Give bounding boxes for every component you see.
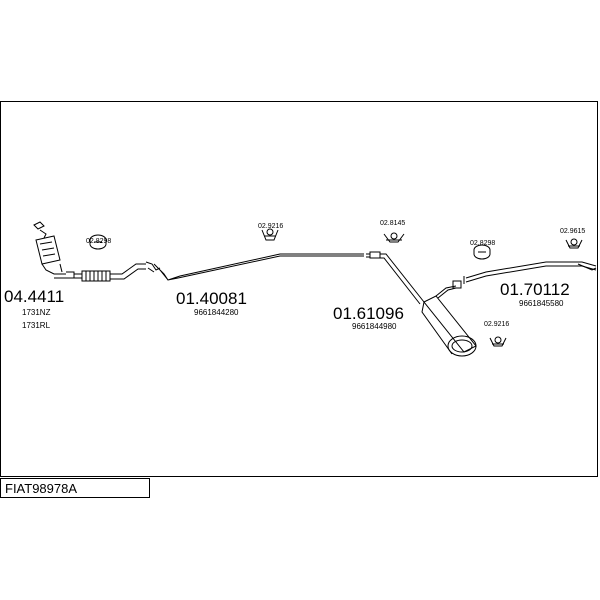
- clamp-e-code: 02.9615: [560, 228, 585, 235]
- front-pipe-ref: 9661844280: [194, 308, 239, 317]
- rear-pipe-code: 01.70112: [500, 280, 570, 299]
- catalyst-ref-1: 1731NZ: [22, 308, 51, 317]
- diagram-id: FIAT98978A: [5, 481, 78, 496]
- clamp-a-code: 02.8298: [86, 238, 111, 245]
- diagram-id-box: FIAT98978A: [0, 478, 150, 498]
- middle-silencer-ref: 9661844980: [352, 322, 397, 331]
- middle-silencer-part[interactable]: [380, 253, 477, 357]
- clamp-c-icon[interactable]: [383, 232, 405, 243]
- front-pipe-code: 01.40081: [176, 289, 247, 308]
- catalyst-ref-2: 1731RL: [22, 321, 51, 330]
- clamp-b-icon[interactable]: [261, 228, 279, 241]
- clamp-f-icon[interactable]: [489, 336, 507, 347]
- catalyst-code: 04.4411: [4, 287, 64, 306]
- front-pipe-part[interactable]: [74, 251, 381, 282]
- rear-pipe-part[interactable]: [463, 261, 597, 284]
- clamp-e-icon[interactable]: [565, 238, 583, 249]
- clamp-a-icon[interactable]: [89, 234, 107, 250]
- diagram-frame: [0, 101, 598, 477]
- clamp-d-code: 02.8298: [470, 240, 495, 247]
- middle-silencer-code: 01.61096: [333, 304, 404, 323]
- clamp-d-icon[interactable]: [473, 244, 491, 260]
- clamp-c-code: 02.8145: [380, 220, 405, 227]
- clamp-f-code: 02.9216: [484, 321, 509, 328]
- catalyst-part[interactable]: [33, 221, 75, 279]
- clamp-b-code: 02.9216: [258, 223, 283, 230]
- rear-pipe-ref: 9661845580: [519, 299, 564, 308]
